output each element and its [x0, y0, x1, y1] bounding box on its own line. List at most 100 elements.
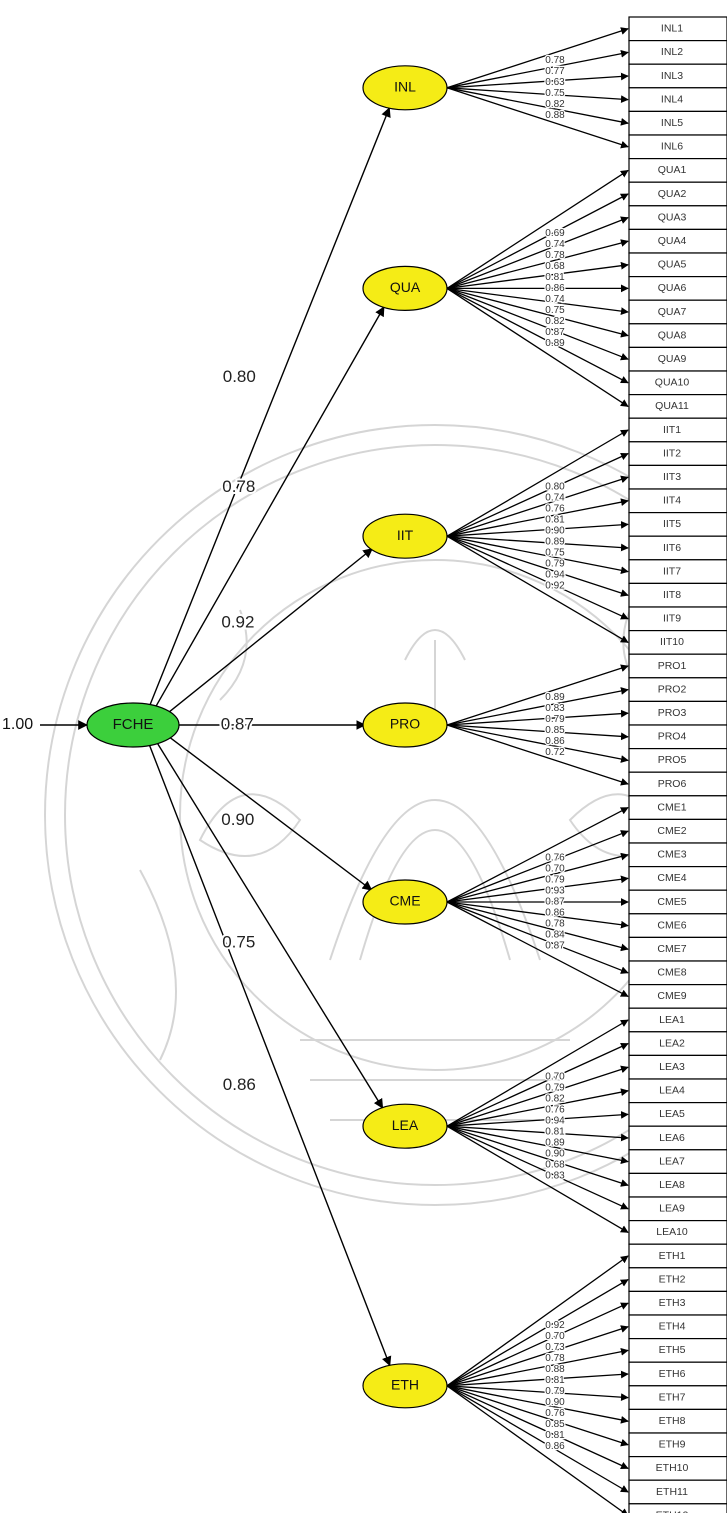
- latent-factor-inl: [362, 65, 448, 111]
- loading-value: 0.82: [545, 99, 565, 110]
- path-coefficient-pro: 0.87: [221, 714, 254, 733]
- observed-label-cme5: CME5: [657, 896, 686, 908]
- loading-value: 0.77: [545, 66, 565, 77]
- loading-value: 0.84: [545, 930, 565, 941]
- path-coefficient-eth: 0.86: [223, 1075, 256, 1094]
- loading-arrow-pro1: [446, 664, 629, 726]
- observed-label-lea10: LEA10: [656, 1226, 688, 1238]
- observed-label-eth2: ETH2: [659, 1273, 686, 1285]
- observed-label-eth3: ETH3: [659, 1297, 686, 1309]
- loading-value: 0.78: [545, 1353, 565, 1364]
- observed-label-inl2: INL2: [661, 46, 683, 58]
- loading-value: 0.79: [545, 875, 565, 886]
- loading-arrow-iit3: [446, 475, 629, 537]
- structural-path-eth: [148, 743, 392, 1367]
- loading-value: 0.78: [545, 55, 565, 66]
- observed-label-qua8: QUA8: [658, 329, 687, 341]
- observed-label-pro4: PRO4: [658, 731, 687, 743]
- observed-label-eth8: ETH8: [659, 1415, 686, 1427]
- loading-value: 0.81: [545, 1375, 565, 1386]
- loading-value: 0.86: [545, 736, 565, 747]
- latent-factor-pro: [362, 702, 448, 748]
- latent-factor-iit: [362, 513, 448, 559]
- loading-value: 0.94: [545, 1115, 565, 1126]
- loading-arrow-qua2: [446, 193, 629, 289]
- observed-label-cme4: CME4: [657, 872, 686, 884]
- observed-label-lea4: LEA4: [659, 1085, 685, 1097]
- loading-arrow-eth8: [446, 1385, 629, 1424]
- loading-arrow-lea2: [446, 1042, 629, 1127]
- loading-value: 0.75: [545, 305, 565, 316]
- latent-factor-cme: [362, 879, 448, 925]
- loading-arrow-inl2: [446, 49, 629, 89]
- loading-value: 0.82: [545, 1093, 565, 1104]
- observed-label-pro1: PRO1: [658, 660, 687, 672]
- loading-arrow-eth2: [446, 1279, 629, 1387]
- loading-value: 0.85: [545, 725, 565, 736]
- loading-value: 0.79: [545, 558, 565, 569]
- observed-label-eth7: ETH7: [659, 1391, 686, 1403]
- loading-value: 0.86: [545, 908, 565, 919]
- loading-value: 0.83: [545, 1170, 565, 1181]
- observed-label-pro2: PRO2: [658, 683, 687, 695]
- observed-label-qua2: QUA2: [658, 188, 687, 200]
- loading-arrow-eth12: [446, 1385, 629, 1513]
- path-coefficient-lea: 0.75: [222, 933, 255, 952]
- loading-value: 0.90: [545, 525, 565, 536]
- loading-arrow-qua7: [446, 287, 629, 315]
- observed-label-inl5: INL5: [661, 117, 683, 129]
- loading-value: 0.70: [545, 864, 565, 875]
- root-factor-fche: [86, 702, 180, 748]
- observed-label-iit4: IIT4: [663, 495, 681, 507]
- loading-arrow-eth6: [446, 1370, 629, 1387]
- loading-arrow-eth4: [446, 1325, 629, 1387]
- loading-arrow-iit4: [446, 498, 629, 537]
- latent-label-qua: QUA: [390, 279, 421, 295]
- loading-arrow-qua4: [446, 239, 629, 290]
- loading-value: 0.89: [545, 692, 565, 703]
- loading-arrow-iit6: [446, 535, 629, 552]
- loading-value: 0.79: [545, 1386, 565, 1397]
- loading-value: 0.86: [545, 283, 565, 294]
- loading-value: 0.74: [545, 239, 565, 250]
- observed-label-qua11: QUA11: [655, 400, 689, 412]
- observed-label-cme7: CME7: [657, 943, 686, 955]
- loading-value: 0.76: [545, 503, 565, 514]
- loading-value: 0.83: [545, 703, 565, 714]
- latent-label-lea: LEA: [392, 1117, 419, 1133]
- loading-arrow-lea4: [446, 1088, 629, 1127]
- loading-value: 0.70: [545, 1071, 565, 1082]
- loading-arrow-inl6: [446, 87, 629, 149]
- loading-arrow-eth5: [446, 1347, 629, 1387]
- observed-label-eth1: ETH1: [659, 1250, 686, 1262]
- loading-value: 0.79: [545, 1082, 565, 1093]
- loading-arrow-inl3: [446, 72, 629, 89]
- latent-label-pro: PRO: [390, 716, 420, 732]
- latent-label-iit: IIT: [397, 527, 414, 543]
- loading-value: 0.73: [545, 1342, 565, 1353]
- loading-arrow-iit10: [446, 535, 629, 643]
- observed-label-pro3: PRO3: [658, 707, 687, 719]
- observed-label-lea5: LEA5: [659, 1108, 685, 1120]
- loading-arrow-iit1: [446, 429, 629, 537]
- structural-path-inl: [148, 107, 391, 708]
- loading-value: 0.63: [545, 77, 565, 88]
- loading-value: 0.88: [545, 1364, 565, 1375]
- loading-value: 0.87: [545, 327, 565, 338]
- loading-value: 0.94: [545, 569, 565, 580]
- loading-value: 0.81: [545, 1126, 565, 1137]
- loading-value: 0.76: [545, 853, 565, 864]
- observed-label-lea3: LEA3: [659, 1061, 685, 1073]
- loading-value: 0.93: [545, 886, 565, 897]
- loading-value: 0.89: [545, 338, 565, 349]
- observed-label-qua4: QUA4: [658, 235, 687, 247]
- observed-label-cme2: CME2: [657, 825, 686, 837]
- observed-label-iit10: IIT10: [660, 636, 684, 648]
- observed-label-lea1: LEA1: [659, 1014, 685, 1026]
- observed-label-lea9: LEA9: [659, 1203, 685, 1215]
- loading-value: 0.75: [545, 547, 565, 558]
- latent-factor-eth: [362, 1363, 448, 1409]
- loading-value: 0.68: [545, 261, 565, 272]
- observed-label-iit9: IIT9: [663, 613, 681, 625]
